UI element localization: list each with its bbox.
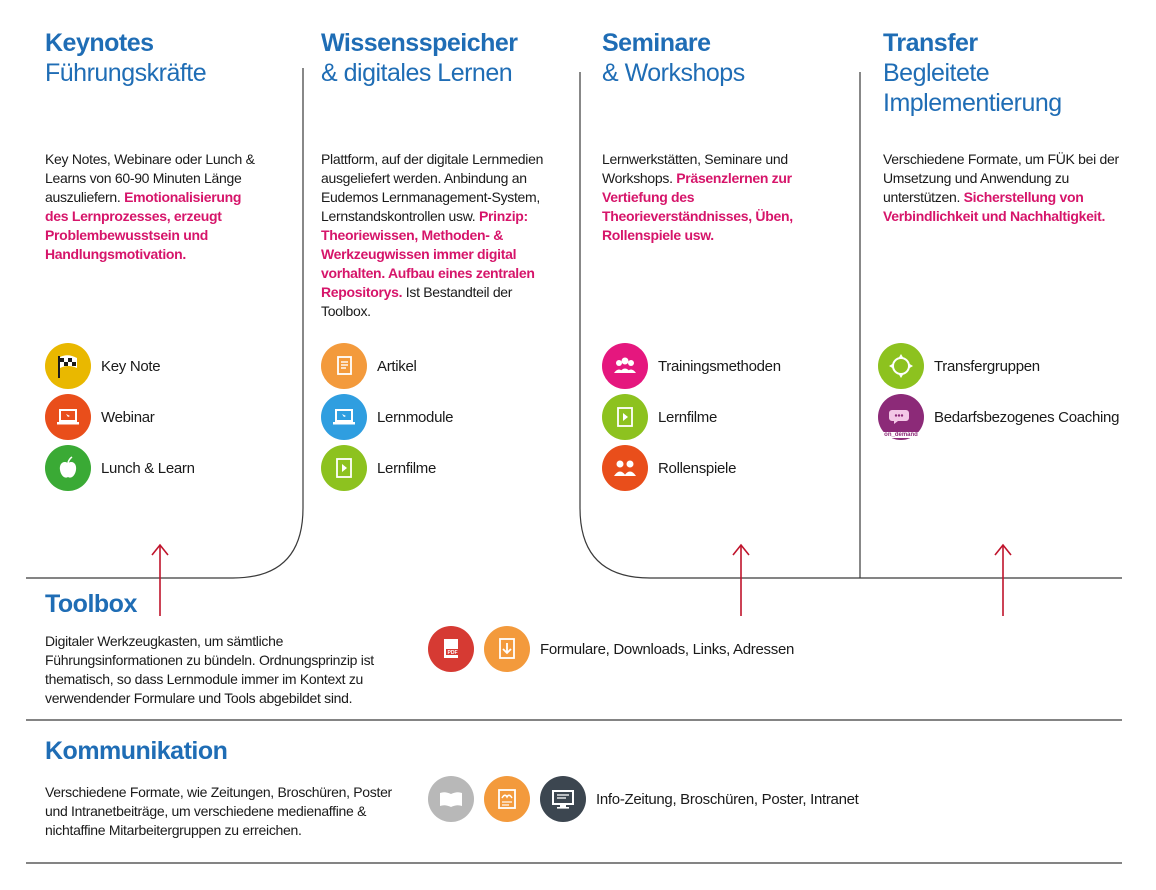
description-tail: Ist Bestandteil der Toolbox.: [321, 284, 513, 319]
group-icon: [602, 343, 648, 389]
format-item-key-note: Key Note: [45, 343, 161, 389]
description-text: Lernwerkstätten, Seminare und Workshops.: [602, 151, 788, 186]
format-item-webinar: Webinar: [45, 394, 155, 440]
up-arrow-2: [732, 543, 750, 616]
column-title: Keynotes: [45, 29, 154, 57]
column-description: Key Notes, Webinare oder Lunch & Learns …: [45, 150, 260, 264]
column-title: Wissensspeicher: [321, 29, 518, 57]
description-highlight: Präsenzlernen zur Vertiefung des Theorie…: [602, 170, 793, 243]
format-item-lernfilme: Lernfilme: [321, 445, 436, 491]
format-item-lunch-learn: Lunch & Learn: [45, 445, 195, 491]
up-arrow-1: [151, 543, 169, 616]
checkered-flag-icon: [45, 343, 91, 389]
column-subtitle: Führungskräfte: [45, 59, 207, 87]
column-subtitle: Begleitete: [883, 59, 990, 87]
toolbox-title: Toolbox: [45, 590, 137, 618]
toolbox-label: Formulare, Downloads, Links, Adressen: [540, 640, 795, 658]
kommunikation-title: Kommunikation: [45, 737, 228, 765]
pdf-label: PDF: [448, 650, 458, 656]
format-item-label: Webinar: [101, 408, 155, 426]
format-item-label: Lernmodule: [377, 408, 454, 426]
format-item-coaching: on_demand Bedarfsbezogenes Coaching: [878, 394, 1119, 440]
column-transfer: Transfer Begleitete Implementierung: [883, 28, 1062, 118]
seminare-boundary: [579, 72, 1122, 579]
on-demand-badge: on_demand: [878, 432, 924, 438]
format-item-label: Artikel: [377, 357, 417, 375]
column-seminare: Seminare & Workshops: [602, 28, 745, 88]
column-title: Seminare: [602, 29, 711, 57]
circle-arrows-icon: [878, 343, 924, 389]
laptop-icon: [45, 394, 91, 440]
format-item-label: Key Note: [101, 357, 161, 375]
toolbox-left-boundary: [26, 68, 304, 579]
column-subtitle-line-2: Implementierung: [883, 89, 1062, 117]
kommunikation-media: Info-Zeitung, Broschüren, Poster, Intran…: [428, 776, 859, 822]
format-item-label: Bedarfsbezogenes Coaching: [934, 408, 1120, 426]
description-highlight: Prinzip: Theoriewissen, Methoden- & Werk…: [321, 208, 535, 300]
column-description: Plattform, auf der digitale Lernmedien a…: [321, 150, 561, 321]
column-subtitle: & Workshops: [602, 59, 745, 87]
up-arrow-3: [994, 543, 1012, 616]
description-text: Verschiedene Formate, um FÜK bei der Ums…: [883, 151, 1119, 205]
two-persons-icon: [602, 445, 648, 491]
download-document-icon: [484, 626, 530, 672]
column-description: Lernwerkstätten, Seminare und Workshops.…: [602, 150, 844, 245]
format-item-artikel: Artikel: [321, 343, 417, 389]
description-text: Plattform, auf der digitale Lernmedien a…: [321, 151, 544, 224]
format-item-label: Lunch & Learn: [101, 459, 195, 477]
column-wissensspeicher: Wissensspeicher & digitales Lernen: [321, 28, 518, 88]
poster-icon: [484, 776, 530, 822]
toolbox-resources: PDF Formulare, Downloads, Links, Adresse…: [428, 626, 794, 672]
format-item-label: Rollenspiele: [658, 459, 737, 477]
article-icon: [321, 343, 367, 389]
format-item-lernfilme: Lernfilme: [602, 394, 717, 440]
column-description: Verschiedene Formate, um FÜK bei der Ums…: [883, 150, 1128, 226]
toolbox-description: Digitaler Werkzeugkasten, um sämtliche F…: [45, 633, 374, 706]
monitor-icon: [540, 776, 586, 822]
film-icon: [321, 445, 367, 491]
format-item-trainingsmethoden: Trainingsmethoden: [602, 343, 781, 389]
format-item-label: Lernfilme: [377, 459, 436, 477]
format-item-label: Lernfilme: [658, 408, 717, 426]
kommunikation-label: Info-Zeitung, Broschüren, Poster, Intran…: [596, 790, 859, 808]
column-title: Transfer: [883, 29, 978, 57]
description-highlight: Emotionalisierung des Lernprozesses, erz…: [45, 189, 242, 262]
open-book-icon: [428, 776, 474, 822]
format-item-lernmodule: Lernmodule: [321, 394, 454, 440]
description-text: Key Notes, Webinare oder Lunch & Learns …: [45, 151, 255, 205]
column-subtitle: & digitales Lernen: [321, 59, 513, 87]
format-item-transfergruppen: Transfergruppen: [878, 343, 1040, 389]
kommunikation-description: Verschiedene Formate, wie Zeitungen, Bro…: [45, 784, 392, 838]
format-item-rollenspiele: Rollenspiele: [602, 445, 736, 491]
format-item-label: Transfergruppen: [934, 357, 1040, 375]
speech-bubbles-icon: on_demand: [878, 394, 924, 440]
description-highlight: Sicherstellung von Verbindlichkeit und N…: [883, 189, 1106, 224]
apple-icon: [45, 445, 91, 491]
pdf-document-icon: PDF: [428, 626, 474, 672]
format-item-label: Trainingsmethoden: [658, 357, 781, 375]
column-keynotes: Keynotes Führungskräfte: [45, 28, 207, 88]
laptop-icon: [321, 394, 367, 440]
film-icon: [602, 394, 648, 440]
